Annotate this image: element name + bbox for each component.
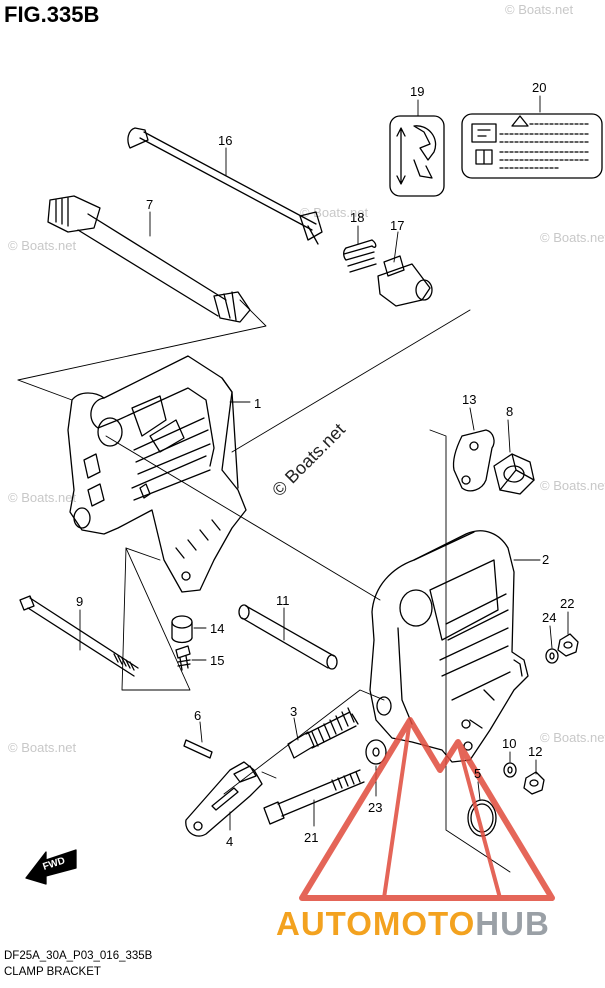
part-22-nut bbox=[557, 633, 579, 657]
part-1-bracket bbox=[67, 355, 247, 593]
part-9-bolt bbox=[19, 595, 139, 677]
watermark: © Boats.net bbox=[505, 2, 574, 17]
part-label-10: 10 bbox=[502, 736, 516, 751]
part-18-spring bbox=[343, 239, 377, 273]
watermark: © Boats.net bbox=[540, 730, 605, 745]
brand-triangle-logo bbox=[299, 717, 555, 901]
part-label-24: 24 bbox=[542, 610, 556, 625]
part-label-8: 8 bbox=[506, 404, 513, 419]
part-label-2: 2 bbox=[542, 552, 549, 567]
part-16-rod bbox=[127, 127, 323, 245]
part-21-bolt bbox=[263, 769, 365, 825]
part-label-4: 4 bbox=[226, 834, 233, 849]
part-label-7: 7 bbox=[146, 197, 153, 212]
part-label-15: 15 bbox=[210, 653, 224, 668]
part-label-1: 1 bbox=[254, 396, 261, 411]
part-label-5: 5 bbox=[474, 766, 481, 781]
part-label-17: 17 bbox=[390, 218, 404, 233]
part-2-bracket bbox=[369, 530, 529, 763]
brand-part1: AUTOMOTO bbox=[276, 905, 476, 942]
part-8-nut bbox=[493, 453, 535, 495]
part-13-plate bbox=[452, 429, 495, 492]
part-23-washer bbox=[365, 739, 387, 765]
part-label-20: 20 bbox=[532, 80, 546, 95]
part-label-12: 12 bbox=[528, 744, 542, 759]
diagram-code: DF25A_30A_P03_016_335B bbox=[4, 950, 153, 962]
part-label-22: 22 bbox=[560, 596, 574, 611]
leader-lines bbox=[79, 95, 569, 831]
watermark: © Boats.net bbox=[8, 740, 77, 755]
brand-logo-text: AUTOMOTOHUB bbox=[276, 905, 550, 943]
part-20-label bbox=[461, 113, 603, 179]
part-17-pin bbox=[377, 255, 433, 307]
fwd-arrow-icon: FWD bbox=[25, 849, 77, 885]
part-12-nut bbox=[523, 771, 545, 795]
part-24-washer bbox=[545, 648, 559, 664]
part-label-14: 14 bbox=[210, 621, 224, 636]
part-label-19: 19 bbox=[410, 84, 424, 99]
part-10-washer bbox=[503, 762, 517, 778]
part-11-rod bbox=[238, 604, 338, 670]
part-14-bushing bbox=[171, 615, 193, 644]
part-15-bolt bbox=[175, 645, 191, 671]
part-label-13: 13 bbox=[462, 392, 476, 407]
part-label-21: 21 bbox=[304, 830, 318, 845]
part-label-11: 11 bbox=[276, 593, 290, 608]
part-label-18: 18 bbox=[350, 210, 364, 225]
part-label-9: 9 bbox=[76, 594, 83, 609]
watermark: © Boats.net bbox=[8, 490, 77, 505]
figure-title: FIG.335B bbox=[4, 2, 100, 27]
part-6-pin bbox=[183, 739, 213, 759]
part-label-3: 3 bbox=[290, 704, 297, 719]
watermark: © Boats.net bbox=[540, 478, 605, 493]
guide-lines bbox=[17, 299, 511, 873]
part-label-6: 6 bbox=[194, 708, 201, 723]
watermark: © Boats.net bbox=[540, 230, 605, 245]
part-label-16: 16 bbox=[218, 133, 232, 148]
watermark: © Boats.net bbox=[8, 238, 77, 253]
part-19-label bbox=[389, 115, 445, 197]
part-label-23: 23 bbox=[368, 800, 382, 815]
part-3-spring bbox=[287, 707, 359, 759]
brand-part2: HUB bbox=[475, 905, 550, 942]
diagram-name: CLAMP BRACKET bbox=[4, 966, 101, 978]
part-4-lever bbox=[185, 761, 263, 837]
part-7-tube bbox=[47, 195, 251, 323]
